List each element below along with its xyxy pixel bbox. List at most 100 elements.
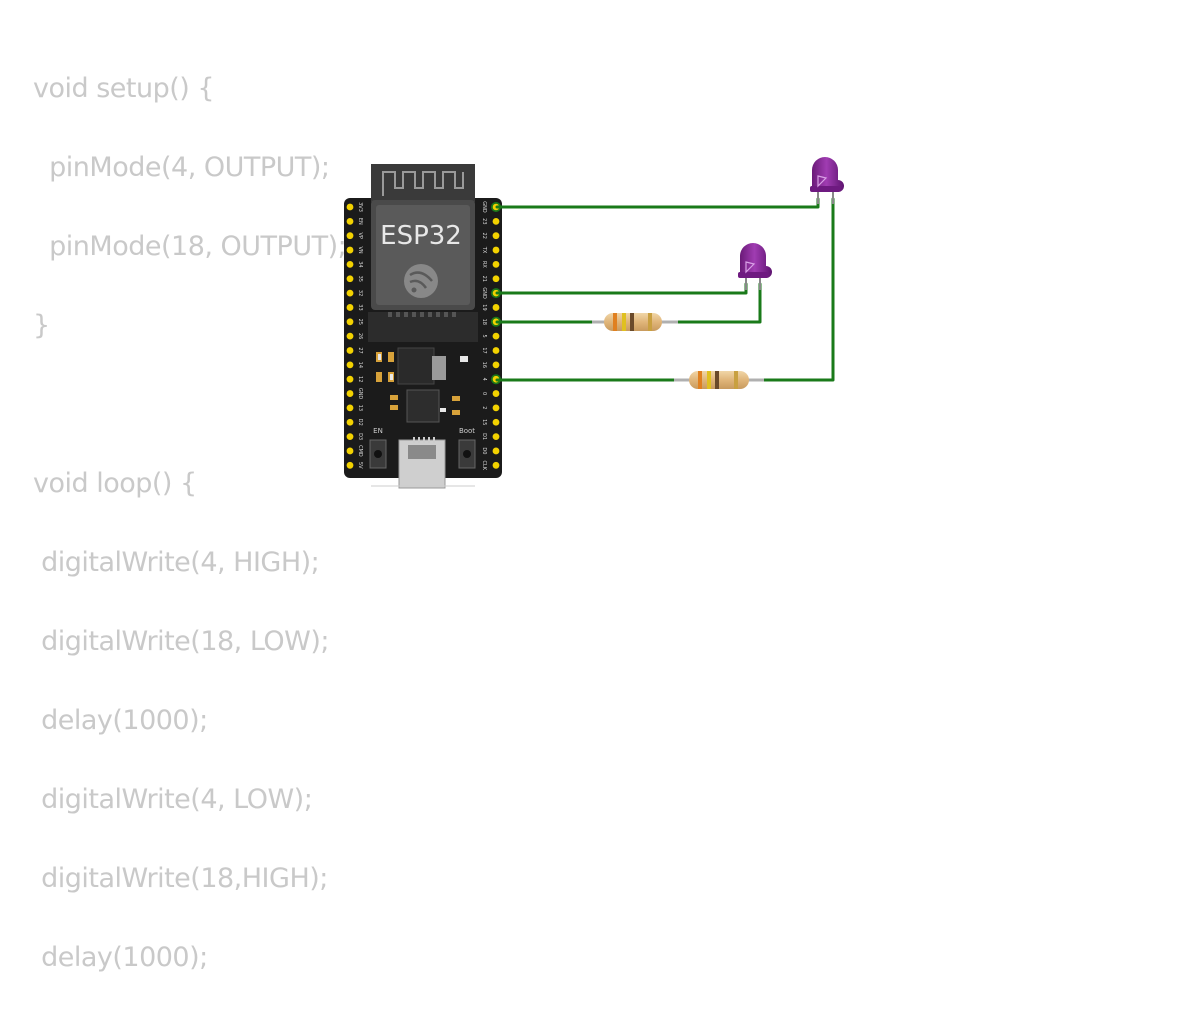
pin-35[interactable] — [346, 275, 354, 283]
pin-label: GND — [481, 287, 487, 299]
code-line: void loop() { — [33, 468, 197, 499]
pin-22[interactable] — [492, 232, 500, 240]
code-line: digitalWrite(18,HIGH); — [33, 863, 328, 894]
pin-label: 35 — [357, 276, 363, 282]
led-1[interactable] — [810, 157, 844, 204]
pin-label: GND — [357, 388, 363, 400]
pin-cmd[interactable] — [346, 447, 354, 455]
pin-label: 2 — [481, 406, 487, 409]
code-line: pinMode(18, OUTPUT); — [33, 231, 347, 262]
pin-label: 25 — [357, 319, 363, 325]
code-line: pinMode(4, OUTPUT); — [33, 152, 330, 183]
circuit-diagram: ESP32 EN — [344, 157, 844, 489]
en-button-label: EN — [373, 427, 383, 435]
pin-label: CMD — [357, 445, 363, 457]
pin-5[interactable] — [492, 332, 500, 340]
module-label: ESP32 — [380, 221, 462, 251]
antenna-trace-icon — [382, 171, 464, 196]
pin-label: 22 — [481, 233, 487, 239]
code-line: digitalWrite(4, LOW); — [33, 784, 313, 815]
code-line: delay(1000); — [33, 942, 208, 973]
pin-13[interactable] — [346, 404, 354, 412]
pin-vn[interactable] — [346, 246, 354, 254]
pin-clk[interactable] — [492, 461, 500, 469]
pin-label: D1 — [481, 433, 487, 440]
pin-label: 3V3 — [357, 202, 363, 212]
pin-label: 16 — [481, 362, 487, 368]
resistor-gpio4[interactable] — [674, 371, 764, 389]
voltage-regulator — [397, 347, 435, 385]
pin-label: RX — [481, 261, 487, 268]
code-line: } — [33, 310, 50, 341]
pin-d3[interactable] — [346, 433, 354, 440]
pin-32[interactable] — [346, 289, 354, 297]
pin-label: 26 — [357, 333, 363, 339]
pin-0[interactable] — [492, 390, 500, 397]
pin-2[interactable] — [492, 404, 500, 412]
pin-3v3[interactable] — [346, 203, 354, 211]
pin-5v[interactable] — [346, 461, 354, 469]
boot-button-label: Boot — [459, 427, 475, 435]
pin-label: 5V — [357, 462, 363, 469]
pin-label: CLK — [481, 461, 487, 471]
pin-label: D0 — [481, 447, 487, 454]
pin-14[interactable] — [346, 361, 354, 369]
pin-label: 4 — [481, 378, 487, 381]
pin-rx[interactable] — [492, 261, 500, 268]
pin-26[interactable] — [346, 332, 354, 340]
pin-d0[interactable] — [492, 447, 500, 455]
pin-label: 19 — [481, 304, 487, 310]
pin-label: 21 — [481, 276, 487, 282]
pin-d1[interactable] — [492, 433, 500, 440]
pin-23[interactable] — [492, 217, 500, 225]
pin-label: VN — [357, 246, 363, 253]
pin-17[interactable] — [492, 347, 500, 354]
pin-25[interactable] — [346, 318, 354, 326]
pin-label: TX — [481, 246, 487, 254]
pin-label: 5 — [481, 335, 487, 338]
code-line: delay(1000); — [33, 705, 208, 736]
wire-resistor-led2[interactable] — [670, 282, 762, 324]
code-line: void setup() { — [33, 73, 215, 104]
pin-label: 33 — [357, 304, 363, 310]
pin-d2[interactable] — [346, 418, 354, 426]
pin-19[interactable] — [492, 304, 500, 311]
pin-label: 32 — [357, 290, 363, 296]
pin-15[interactable] — [492, 418, 500, 426]
pin-label: D2 — [357, 419, 363, 426]
esp32-board[interactable]: ESP32 EN — [344, 164, 502, 489]
pin-label: D3 — [357, 433, 363, 440]
pin-label: 15 — [481, 419, 487, 425]
pin-tx[interactable] — [492, 246, 500, 254]
pin-en[interactable] — [346, 217, 354, 225]
pin-label: EN — [357, 218, 363, 225]
pin-label: 18 — [481, 319, 487, 325]
pin-label: GND — [481, 201, 487, 213]
pin-label: 27 — [357, 347, 363, 353]
usb-chip — [406, 389, 440, 423]
pin-21[interactable] — [492, 275, 500, 283]
pin-12[interactable] — [346, 375, 354, 383]
pin-27[interactable] — [346, 347, 354, 354]
espressif-logo-icon — [404, 264, 438, 298]
pin-33[interactable] — [346, 304, 354, 311]
pin-label: 23 — [481, 218, 487, 224]
pin-gnd[interactable] — [346, 390, 354, 397]
pin-label: 34 — [357, 261, 363, 267]
pin-label: 14 — [357, 362, 363, 368]
pin-34[interactable] — [346, 261, 354, 268]
resistor-gpio18[interactable] — [592, 313, 678, 331]
code-line: digitalWrite(4, HIGH); — [33, 547, 320, 578]
pin-label: 17 — [481, 347, 487, 353]
pin-label: 0 — [481, 392, 487, 395]
pin-label: 12 — [357, 376, 363, 382]
wires — [495, 197, 835, 382]
wire-gnd-led2[interactable] — [495, 282, 748, 295]
pin-vp[interactable] — [346, 232, 354, 240]
pin-16[interactable] — [492, 361, 500, 369]
pin-label: 13 — [357, 405, 363, 411]
left-pin-header: 3V3ENVPVN343532332526271412GND13D2D3CMD5… — [346, 202, 363, 469]
wire-gnd-led1[interactable] — [495, 197, 820, 209]
led-2[interactable] — [738, 243, 772, 290]
wire-resistor-led1[interactable] — [756, 197, 835, 382]
